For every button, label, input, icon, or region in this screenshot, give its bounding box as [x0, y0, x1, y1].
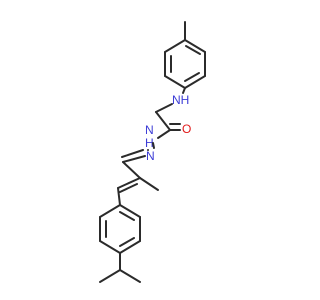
amide-nh: N H — [145, 123, 154, 150]
bond — [99, 204, 121, 218]
double-bond-inner — [119, 211, 135, 221]
bond — [117, 177, 141, 189]
atom-label-n-amide: N — [145, 123, 154, 137]
bond — [164, 39, 186, 53]
atom-label-oxygen: O — [182, 122, 191, 136]
structure-canvas: NH O N H N — [99, 21, 206, 283]
double-bond-inner — [119, 183, 138, 193]
atom-label-h-amide: H — [145, 136, 154, 150]
tolyl-ring — [164, 21, 206, 89]
bond — [122, 161, 141, 179]
double-bond-inner — [121, 149, 144, 158]
bond — [99, 240, 121, 254]
double-bond-inner — [185, 45, 201, 55]
bond — [119, 240, 141, 254]
amine-nh: NH — [172, 93, 189, 107]
bond — [99, 269, 121, 283]
bond — [119, 269, 141, 283]
double-bond-inner — [184, 72, 200, 82]
bond — [122, 155, 146, 163]
bond — [157, 129, 171, 139]
isopropylphenyl-ring — [99, 204, 141, 254]
bond — [155, 103, 173, 113]
bond — [117, 187, 121, 206]
atom-label-n-imine: N — [146, 149, 155, 163]
molecule-structure: NH O N H N — [99, 21, 206, 283]
bond — [155, 111, 171, 131]
bond — [152, 142, 155, 149]
bond — [164, 75, 186, 89]
bond — [139, 177, 159, 191]
bond — [184, 39, 206, 53]
bond — [184, 75, 206, 89]
bond — [182, 87, 186, 94]
atom-label-nh: NH — [172, 93, 189, 107]
bond — [119, 204, 141, 218]
double-bond-inner — [119, 237, 135, 247]
